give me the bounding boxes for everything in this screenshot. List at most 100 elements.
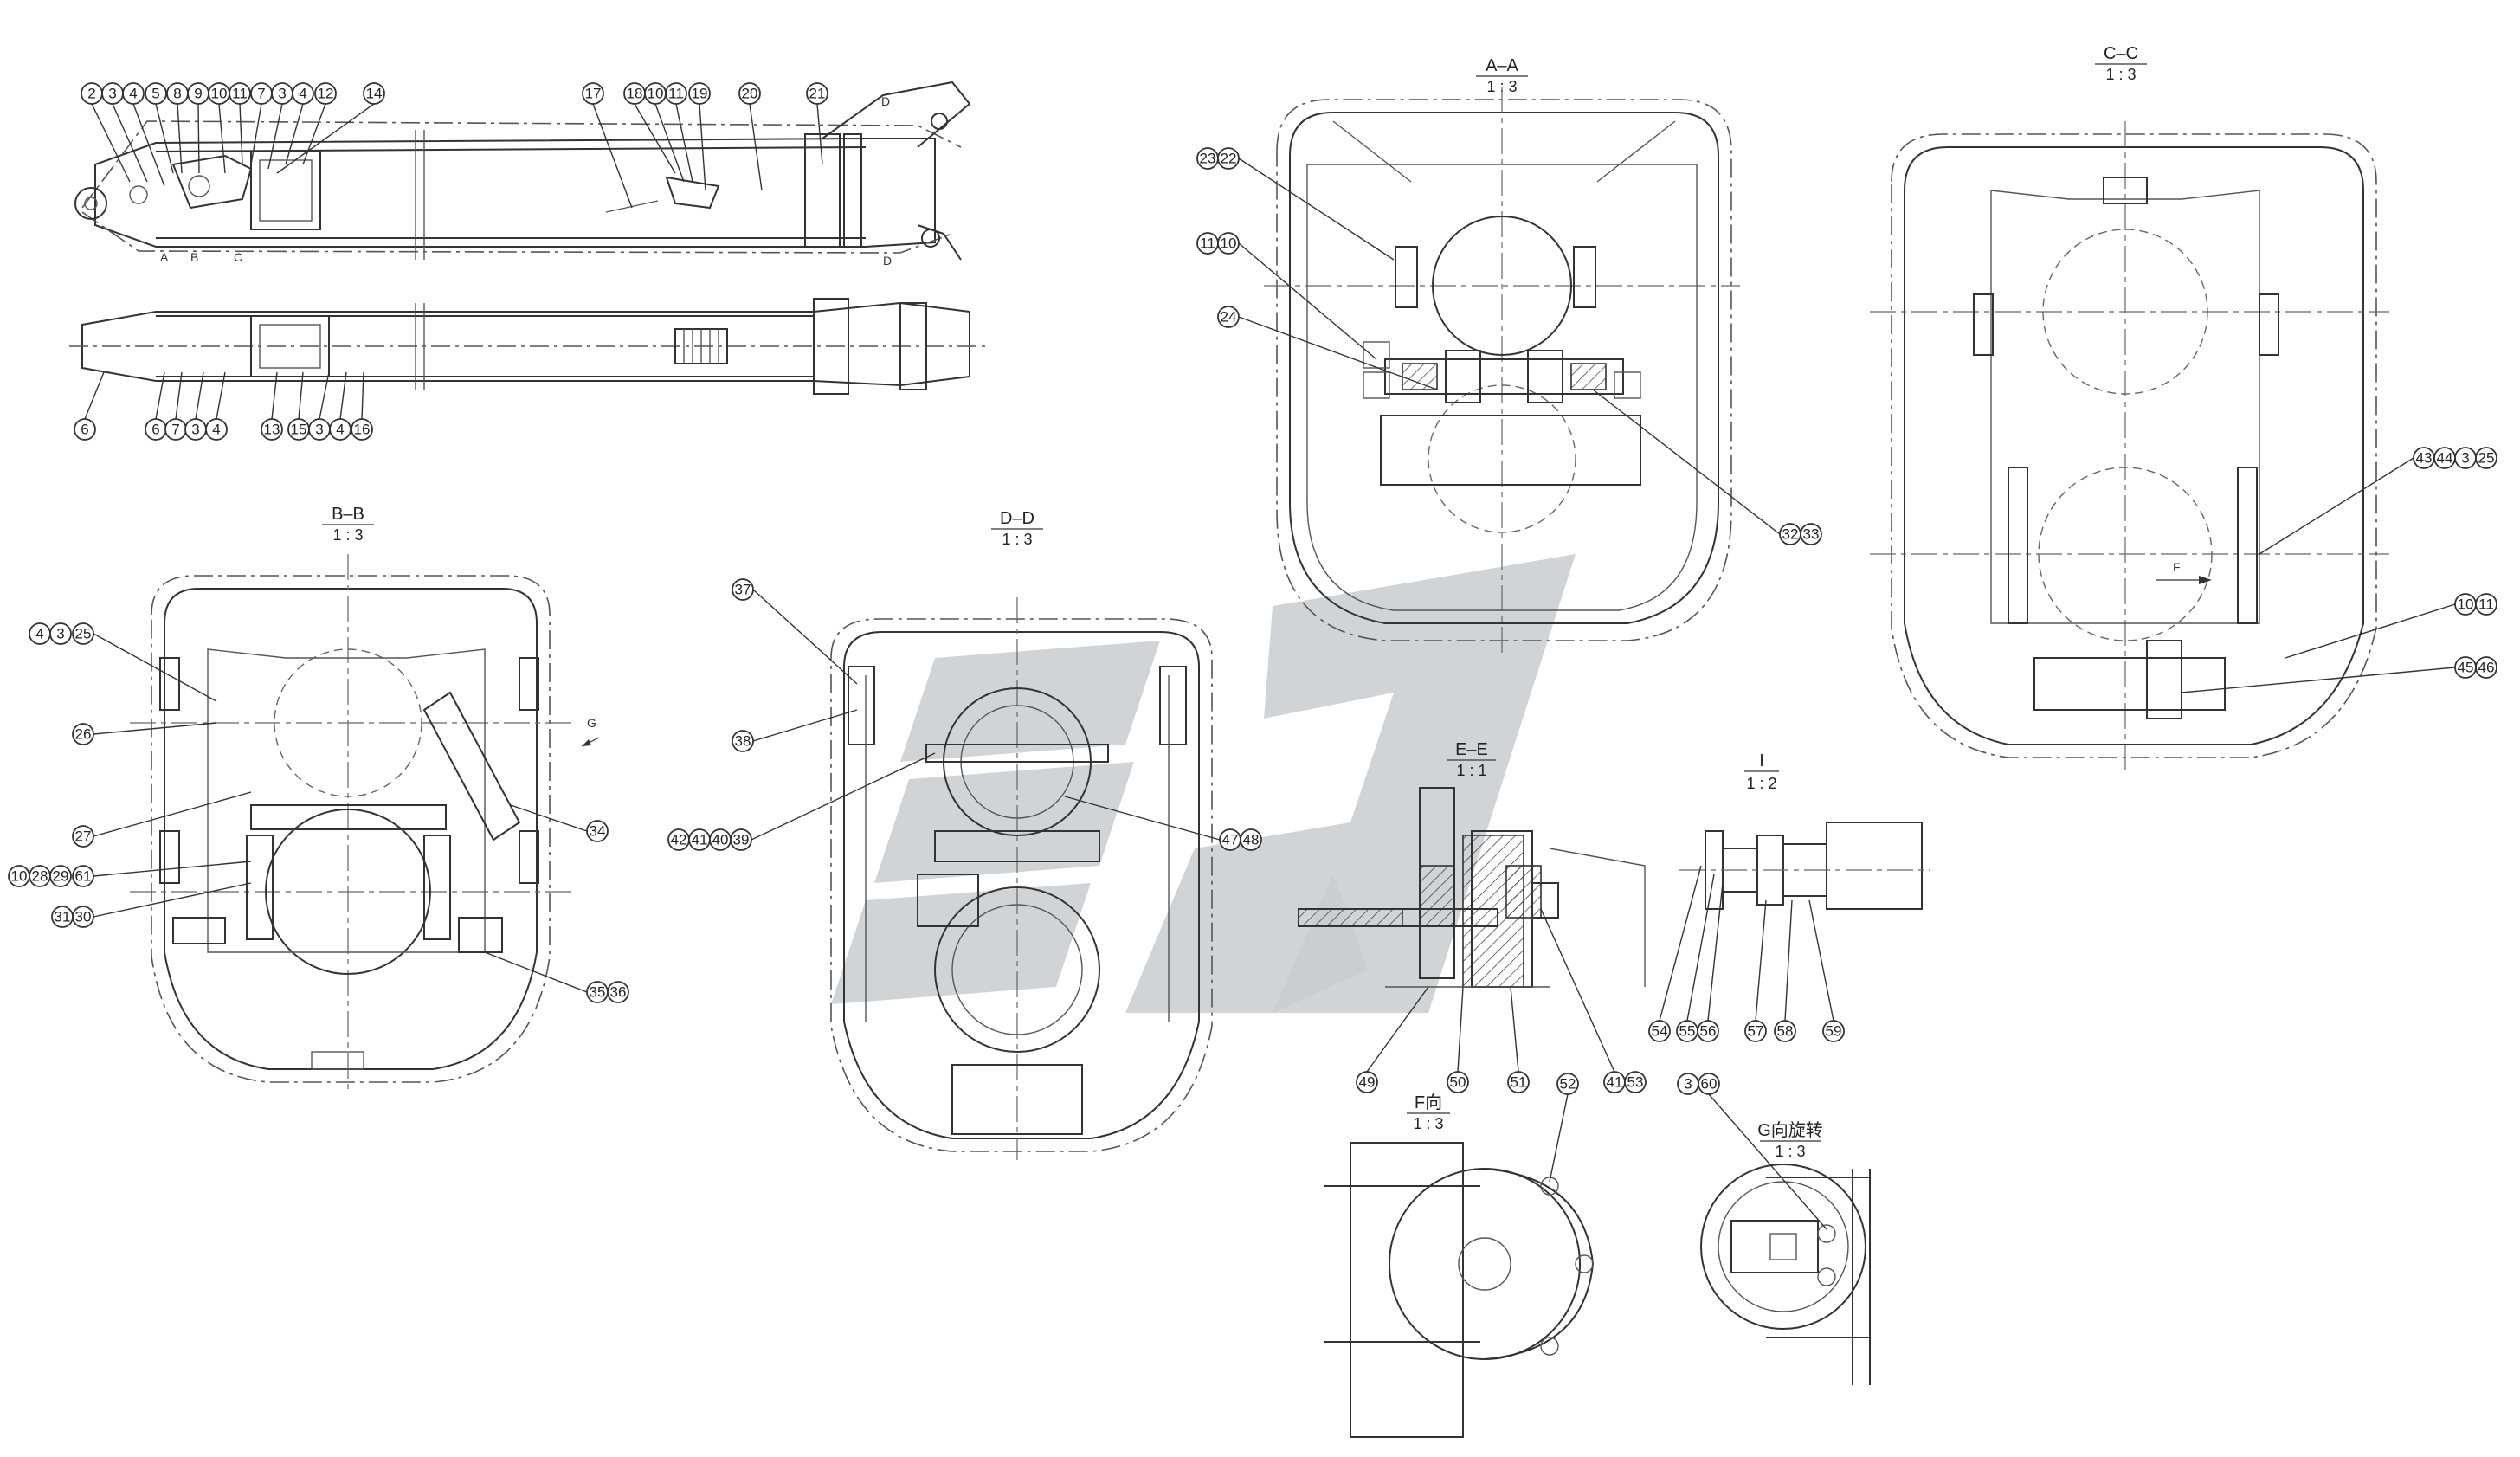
- svg-text:4: 4: [212, 422, 220, 438]
- section-ee: E–E 1 : 1: [1298, 740, 1646, 988]
- svg-text:3: 3: [1684, 1076, 1692, 1093]
- svg-text:6: 6: [81, 422, 88, 438]
- svg-text:2: 2: [87, 86, 95, 102]
- view-scale-dd: 1 : 3: [1002, 531, 1032, 548]
- callout-3: 3: [101, 82, 124, 105]
- callout-33: 33: [1800, 523, 1822, 545]
- callout-3g: 3: [1677, 1073, 1699, 1095]
- callout-34: 34: [586, 820, 609, 842]
- svg-text:10: 10: [11, 868, 28, 885]
- callout-32: 32: [1779, 523, 1801, 545]
- svg-text:59: 59: [1826, 1023, 1842, 1040]
- svg-text:11: 11: [668, 86, 684, 102]
- callout-14: 14: [363, 82, 385, 105]
- callout-23: 23: [1196, 147, 1219, 170]
- f-direction-arrow: F: [2156, 560, 2212, 584]
- view-title-bb: B–B: [332, 505, 364, 524]
- callout-38: 38: [732, 730, 754, 752]
- callout-8: 8: [166, 82, 189, 105]
- svg-text:14: 14: [366, 86, 383, 102]
- callout-4e: 4: [29, 622, 51, 645]
- svg-text:19: 19: [692, 86, 708, 102]
- callout-11b: 11: [665, 82, 687, 105]
- callout-3d: 3: [308, 418, 331, 441]
- callout-52: 52: [1556, 1073, 1579, 1095]
- svg-text:41: 41: [692, 832, 708, 848]
- callout-30: 30: [72, 906, 94, 928]
- callout-7: 7: [250, 82, 273, 105]
- svg-text:3: 3: [2461, 450, 2469, 467]
- svg-text:34: 34: [590, 823, 606, 840]
- callout-55: 55: [1676, 1020, 1698, 1042]
- callout-48: 48: [1240, 828, 1262, 851]
- callout-7b: 7: [164, 418, 187, 441]
- svg-text:31: 31: [55, 909, 71, 925]
- view-scale-g: 1 : 3: [1775, 1143, 1805, 1160]
- view-scale-cc: 1 : 3: [2105, 66, 2136, 83]
- callout-31: 31: [51, 906, 74, 928]
- section-aa: A–A 1 : 3: [1264, 56, 1740, 658]
- callout-60: 60: [1698, 1073, 1720, 1095]
- svg-text:4: 4: [129, 86, 137, 102]
- svg-text:15: 15: [291, 422, 307, 438]
- svg-text:33: 33: [1803, 526, 1820, 543]
- svg-text:32: 32: [1782, 526, 1799, 543]
- svg-text:22: 22: [1221, 151, 1237, 167]
- svg-text:5: 5: [151, 86, 159, 102]
- svg-text:10: 10: [1221, 235, 1237, 252]
- svg-text:30: 30: [75, 909, 92, 925]
- callout-10c: 10: [1217, 232, 1240, 255]
- section-mark-d-bottom: D: [883, 254, 892, 268]
- svg-text:3: 3: [315, 422, 323, 438]
- svg-text:47: 47: [1222, 832, 1239, 848]
- view-scale-detail-i: 1 : 2: [1746, 775, 1776, 792]
- callout-6b: 6: [145, 418, 167, 441]
- callout-58: 58: [1774, 1020, 1796, 1042]
- detail-i: I 1 : 2: [1679, 751, 1930, 910]
- view-title-cc: C–C: [2104, 44, 2138, 63]
- callout-39: 39: [730, 828, 752, 851]
- svg-text:60: 60: [1701, 1076, 1718, 1093]
- callout-10e: 10: [8, 865, 30, 887]
- svg-text:41: 41: [1607, 1074, 1623, 1091]
- view-title-dd: D–D: [1000, 509, 1034, 528]
- svg-text:8: 8: [173, 86, 181, 102]
- svg-text:35: 35: [590, 984, 606, 1001]
- callout-28: 28: [29, 865, 51, 887]
- callout-35: 35: [586, 981, 609, 1003]
- svg-text:3: 3: [191, 422, 199, 438]
- callout-50: 50: [1447, 1071, 1469, 1093]
- callout-4d: 4: [329, 418, 351, 441]
- svg-text:11: 11: [2478, 596, 2494, 613]
- svg-text:26: 26: [75, 726, 92, 743]
- svg-text:3: 3: [278, 86, 286, 102]
- view-f: F向 1 : 3: [1324, 1093, 1595, 1438]
- svg-text:6: 6: [151, 422, 159, 438]
- svg-text:27: 27: [75, 828, 92, 845]
- view-scale-bb: 1 : 3: [332, 526, 363, 544]
- svg-text:45: 45: [2458, 660, 2474, 676]
- callout-57: 57: [1744, 1020, 1767, 1042]
- g-arrow-label: G: [587, 716, 596, 730]
- svg-text:61: 61: [75, 868, 92, 885]
- callout-49: 49: [1356, 1071, 1378, 1093]
- svg-text:11: 11: [1200, 235, 1215, 252]
- callout-15: 15: [287, 418, 310, 441]
- callout-45: 45: [2454, 656, 2477, 679]
- g-direction-arrow: G: [581, 716, 600, 747]
- callout-11: 11: [229, 82, 251, 105]
- svg-text:3: 3: [56, 626, 64, 642]
- svg-text:18: 18: [627, 86, 643, 102]
- section-mark-b: B: [190, 250, 198, 264]
- callout-61: 61: [72, 865, 94, 887]
- svg-text:3: 3: [108, 86, 116, 102]
- callout-25b: 25: [72, 622, 94, 645]
- svg-text:7: 7: [171, 422, 179, 438]
- svg-text:28: 28: [32, 868, 48, 885]
- svg-text:9: 9: [194, 86, 202, 102]
- svg-text:12: 12: [318, 86, 334, 102]
- callout-18: 18: [623, 82, 646, 105]
- svg-text:21: 21: [809, 86, 826, 102]
- svg-text:17: 17: [585, 86, 602, 102]
- callout-20: 20: [738, 82, 761, 105]
